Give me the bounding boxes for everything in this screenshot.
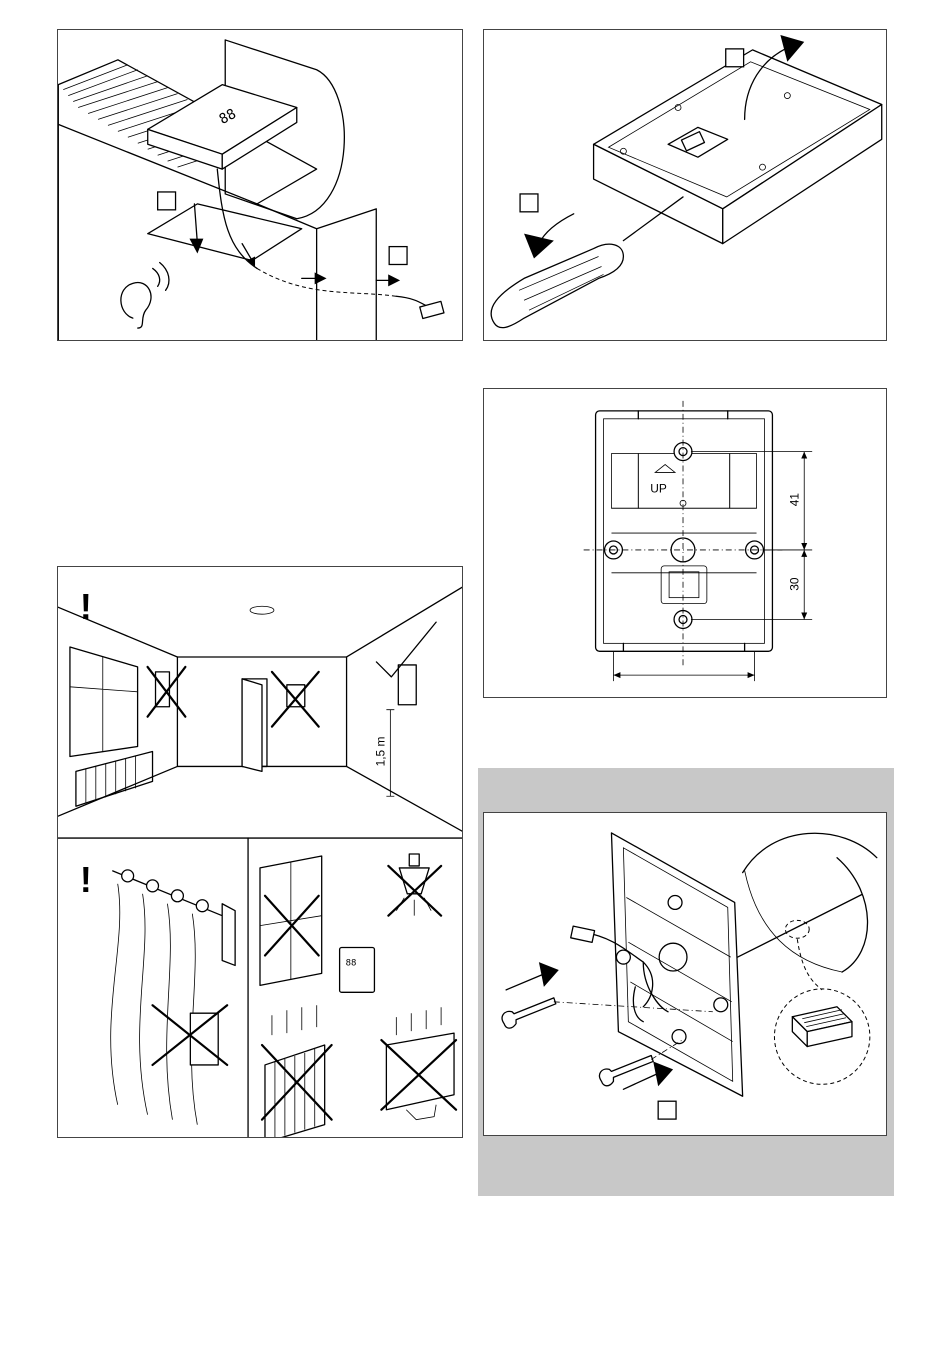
warning-symbol-curtain: !: [80, 860, 92, 900]
step-marker-1: [520, 194, 538, 212]
dimension-lower: 30: [787, 577, 801, 591]
step-marker-1: [158, 192, 176, 210]
figure-wall-mounting: [483, 812, 887, 1136]
step-marker-2: [726, 49, 744, 67]
display-digits-small: 88: [346, 958, 357, 968]
figure-room-installation: ! 1,5 m !: [57, 566, 463, 1138]
controller-removal-drawing: 88: [58, 30, 462, 340]
warning-symbol-room: !: [80, 587, 92, 627]
step-marker: [658, 1101, 676, 1119]
figure-open-housing: [483, 29, 887, 341]
mounting-plate-drawing: UP 41 30: [484, 389, 886, 697]
up-label: UP: [650, 481, 667, 495]
dimension-upper: 41: [787, 493, 801, 507]
step-marker-2: [389, 247, 407, 265]
height-label: 1,5 m: [373, 737, 387, 767]
open-housing-drawing: [484, 30, 886, 340]
wall-mounting-drawing: [484, 813, 886, 1135]
figure-mounting-plate-dimensions: UP 41 30: [483, 388, 887, 698]
room-installation-drawing: ! 1,5 m !: [58, 567, 462, 1137]
figure-controller-removal: 88: [57, 29, 463, 341]
